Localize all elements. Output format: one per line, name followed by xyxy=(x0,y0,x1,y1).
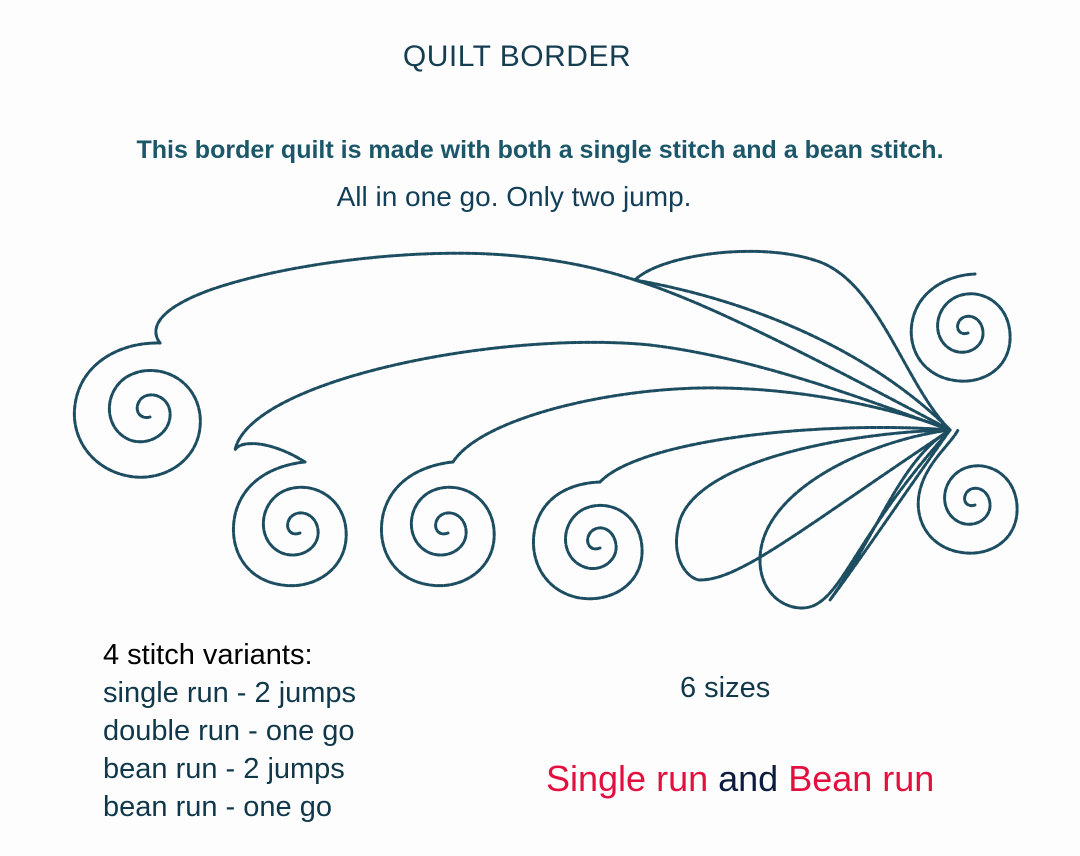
spiral-bottom-1 xyxy=(232,460,348,588)
feather-3 xyxy=(451,386,952,464)
variant-item: single run - 2 jumps xyxy=(103,677,357,709)
stitch-variants-list: 4 stitch variants: single run - 2 jumps … xyxy=(103,636,356,826)
spiral-top-right xyxy=(909,272,1012,383)
spiral-bottom-right xyxy=(916,428,1019,555)
long-top-arc xyxy=(154,251,952,432)
single-run-label: Single run xyxy=(546,758,709,799)
sizes-label: 6 sizes xyxy=(680,672,771,704)
feather-top xyxy=(633,249,952,432)
spiral-bottom-3 xyxy=(532,480,644,601)
quilt-border-design xyxy=(72,249,1019,610)
runs-connector: and xyxy=(718,758,779,799)
spiral-left xyxy=(72,341,202,479)
variant-item: bean run - 2 jumps xyxy=(103,753,345,785)
loop-right xyxy=(828,428,952,601)
loop-left xyxy=(675,428,952,582)
feather-2 xyxy=(633,278,952,432)
feather-4 xyxy=(598,425,952,484)
bean-run-label: Bean run xyxy=(788,758,935,799)
description-line-1: This border quilt is made with both a si… xyxy=(136,136,944,164)
variant-item: bean run - one go xyxy=(103,791,332,823)
spiral-bottom-2 xyxy=(380,460,496,588)
runs-line: Single run and Bean run xyxy=(546,758,934,800)
variant-item: double run - one go xyxy=(103,715,355,747)
description-line-2: All in one go. Only two jump. xyxy=(336,181,692,212)
page-title: QUILT BORDER xyxy=(402,40,632,73)
long-middle-arc xyxy=(233,340,952,464)
variants-heading: 4 stitch variants: xyxy=(103,639,313,671)
